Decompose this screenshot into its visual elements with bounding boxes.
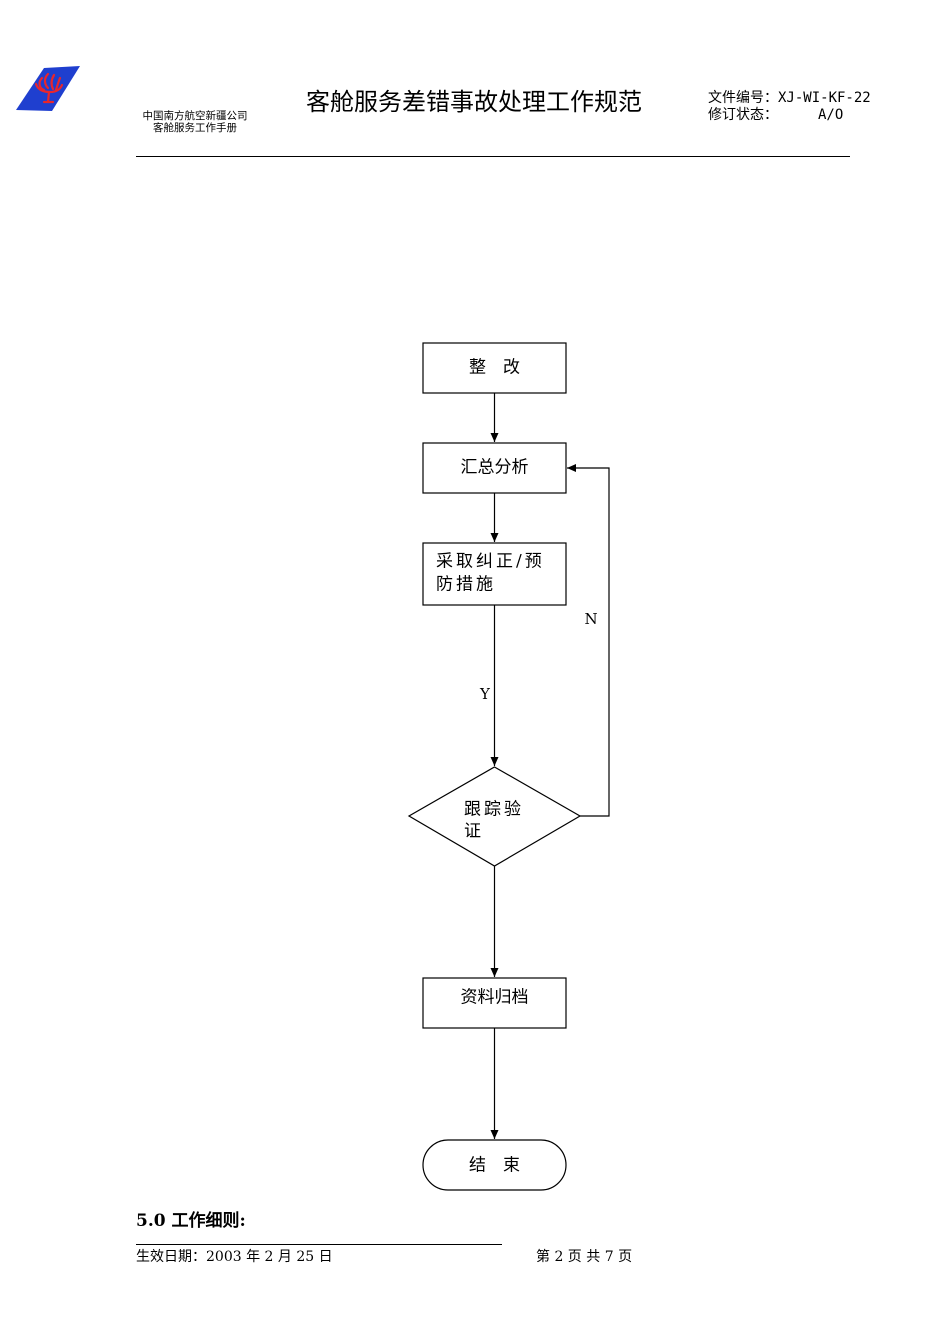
node-measures-line-1: 采取纠正/预 bbox=[436, 552, 545, 572]
document-meta: 文件编号：XJ-WI-KF-22 修订状态： A/O bbox=[708, 90, 871, 124]
arrow-verify-no-loop bbox=[567, 464, 610, 817]
doc-number-label: 文件编号： bbox=[708, 90, 778, 106]
node-end-terminator bbox=[422, 1139, 567, 1191]
node-rectify-label: 整 改 bbox=[469, 358, 520, 378]
doc-number-value: XJ-WI-KF-22 bbox=[778, 90, 871, 106]
document-title: 客舱服务差错事故处理工作规范 bbox=[306, 88, 642, 116]
company-line-2: 客舱服务工作手册 bbox=[153, 122, 237, 134]
node-rectify-box bbox=[422, 342, 567, 394]
company-line-1: 中国南方航空新疆公司 bbox=[142, 110, 248, 122]
section-heading: 5.0 工作细则: bbox=[136, 1211, 246, 1231]
node-summary-box bbox=[422, 442, 567, 494]
node-verify-line-2: 证 bbox=[464, 822, 481, 842]
node-end-label: 结 束 bbox=[469, 1156, 520, 1176]
header-divider bbox=[136, 156, 850, 157]
page-number: 第 2 页 共 7 页 bbox=[536, 1249, 633, 1265]
node-archive-box bbox=[422, 977, 567, 1029]
label-no: N bbox=[584, 610, 597, 628]
revision-value: A/O bbox=[818, 107, 844, 123]
revision-row: 修订状态： A/O bbox=[708, 107, 871, 124]
company-name: 中国南方航空新疆公司 客舱服务工作手册 bbox=[134, 110, 256, 134]
node-measures-line-2: 防措施 bbox=[436, 575, 496, 595]
revision-label: 修订状态： bbox=[708, 107, 778, 123]
node-measures-box bbox=[422, 542, 567, 606]
node-verify-line-1: 跟踪验 bbox=[464, 800, 524, 820]
effective-date: 生效日期：2003 年 2 月 25 日 bbox=[136, 1249, 333, 1265]
label-yes: Y bbox=[479, 685, 491, 703]
airline-logo-icon bbox=[16, 66, 80, 111]
node-archive-label: 资料归档 bbox=[461, 988, 529, 1008]
footer-divider bbox=[136, 1244, 502, 1245]
doc-number-row: 文件编号：XJ-WI-KF-22 bbox=[708, 90, 871, 107]
node-summary-label: 汇总分析 bbox=[461, 458, 529, 478]
